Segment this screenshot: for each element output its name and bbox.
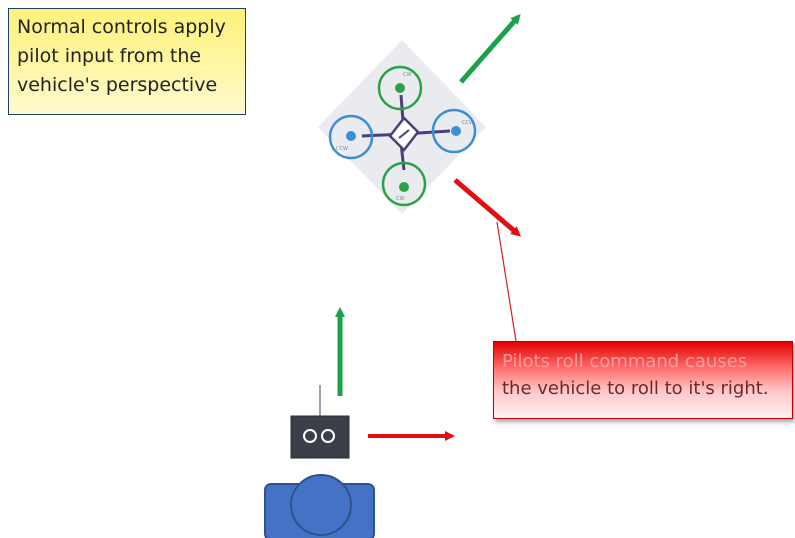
rotor-front: CW bbox=[377, 65, 423, 111]
normal-controls-line-2: pilot input from the bbox=[17, 45, 202, 67]
rotor-left: CCW bbox=[328, 114, 374, 160]
callout-pointer-line bbox=[496, 221, 517, 342]
roll-command-callout: Pilots roll command causes the vehicle t… bbox=[493, 341, 793, 419]
rotor-right-label: CCW bbox=[462, 120, 474, 126]
roll-command-line-1: Pilots roll command causes bbox=[502, 351, 748, 372]
transmitter-icon bbox=[290, 385, 350, 459]
rotor-front-label: CW bbox=[403, 72, 411, 78]
normal-controls-line-3: vehicle's perspective bbox=[17, 74, 218, 96]
rotor-back-label: CW bbox=[396, 196, 404, 202]
rotor-right: CCW bbox=[431, 108, 477, 154]
normal-controls-line-1: Normal controls apply bbox=[17, 16, 226, 38]
normal-controls-callout: Normal controls apply pilot input from t… bbox=[8, 8, 246, 115]
flight-controller-body bbox=[388, 116, 420, 152]
pilot-icon bbox=[264, 474, 375, 538]
vehicle-forward-arrow bbox=[459, 13, 521, 84]
rotor-left-label: CCW bbox=[336, 146, 348, 152]
vehicle-right-arrow bbox=[453, 178, 522, 237]
rotor-back: CW bbox=[381, 161, 427, 207]
roll-command-line-2: the vehicle to roll to it's right. bbox=[502, 378, 769, 399]
quadcopter-icon: CW CCW CW CCW bbox=[328, 65, 477, 207]
